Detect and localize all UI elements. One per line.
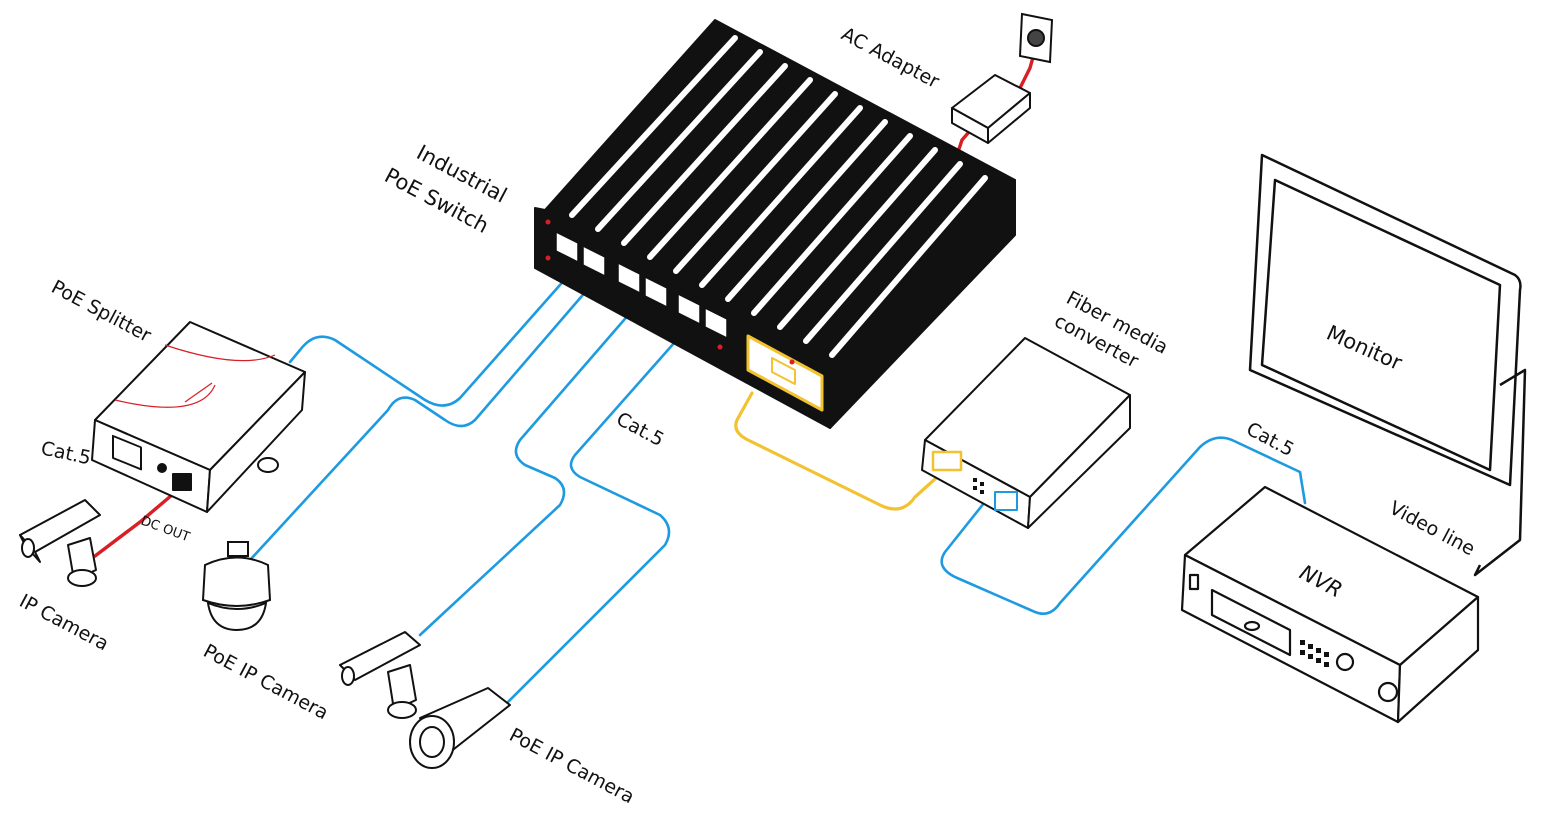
splitter-red-markings <box>114 344 276 408</box>
switch-side <box>829 179 1016 429</box>
converter-side <box>1027 394 1131 529</box>
cat5-cable-camera-b <box>503 323 692 707</box>
cat5-cable-splitter <box>288 266 577 407</box>
poe-ip-camera-box <box>339 631 421 719</box>
ip-camera <box>19 499 101 587</box>
monitor-screen <box>1260 178 1502 472</box>
ip-camera-lens <box>21 538 35 558</box>
poe-splitter <box>91 321 306 513</box>
fiber-cable <box>734 391 947 511</box>
cat5-cable-dome-camera <box>248 273 602 562</box>
fiber-media-converter <box>921 337 1131 529</box>
switch-ports <box>555 231 728 339</box>
bullet-camera-lens-inner <box>419 726 445 758</box>
splitter-mount-tab <box>257 457 279 473</box>
poe-ip-camera-bullet <box>409 687 511 769</box>
switch-port-4 <box>644 276 668 308</box>
switch-heatsink-fins <box>569 35 988 358</box>
converter-ethernet-port <box>994 491 1018 511</box>
dome-camera-mount <box>227 541 249 557</box>
ip-camera-base <box>67 569 97 587</box>
nvr-jog-dial <box>1335 652 1355 672</box>
splitter-ethernet-port <box>112 434 142 471</box>
splitter-side <box>206 371 306 513</box>
switch-sfp-port <box>771 357 796 385</box>
nvr-side <box>1396 595 1480 724</box>
converter-fiber-port <box>931 450 963 472</box>
nvr-key-pad <box>1300 640 1329 667</box>
dome-camera-dome <box>206 601 268 632</box>
label-poe-splitter: PoE Splitter <box>48 276 155 347</box>
switch-port-1 <box>555 231 579 263</box>
monitor-stand <box>1473 368 1527 577</box>
ac-adapter-side <box>987 92 1031 144</box>
wall-outlet-socket <box>1027 29 1045 47</box>
label-ac-adapter: AC Adapter <box>838 23 943 93</box>
dome-camera-housing <box>201 556 272 607</box>
label-dc-out: DC OUT <box>139 514 192 546</box>
monitor <box>1248 153 1527 577</box>
box-camera-lens <box>341 666 355 686</box>
label-cat5-left: Cat.5 <box>39 437 93 469</box>
box-camera-mount <box>387 664 417 711</box>
nvr-power-button <box>1377 681 1399 703</box>
nvr <box>1180 485 1480 724</box>
switch-port-5 <box>677 293 701 325</box>
switch-port-3 <box>617 262 641 294</box>
switch-port-6 <box>704 307 728 339</box>
label-poe-ip-camera-bullet: PoE IP Camera <box>506 724 638 808</box>
label-ip-camera: IP Camera <box>16 590 113 655</box>
box-camera-base <box>387 701 417 719</box>
converter-leds <box>973 478 984 494</box>
label-cat5-center: Cat.5 <box>613 408 668 451</box>
ac-adapter <box>951 74 1031 144</box>
wall-outlet <box>1018 12 1054 64</box>
nvr-button <box>1243 620 1261 632</box>
label-cat5-right: Cat.5 <box>1243 418 1298 461</box>
label-video-line: Video line <box>1386 497 1479 560</box>
nvr-usb-port <box>1188 573 1200 591</box>
poe-ip-camera-dome <box>201 541 272 632</box>
cat5-cable-nvr <box>940 436 1307 615</box>
splitter-indicator <box>157 463 167 473</box>
industrial-poe-switch <box>534 19 1016 429</box>
switch-leds <box>545 219 795 365</box>
ip-camera-mount <box>67 537 97 581</box>
cat5-cable-camera-a <box>418 288 652 637</box>
cat5-cables <box>248 266 1307 707</box>
label-poe-ip-camera-dome: PoE IP Camera <box>200 640 332 724</box>
splitter-dc-port <box>172 473 192 491</box>
power-cable-dc-out <box>93 482 187 558</box>
switch-port-2 <box>582 245 606 277</box>
